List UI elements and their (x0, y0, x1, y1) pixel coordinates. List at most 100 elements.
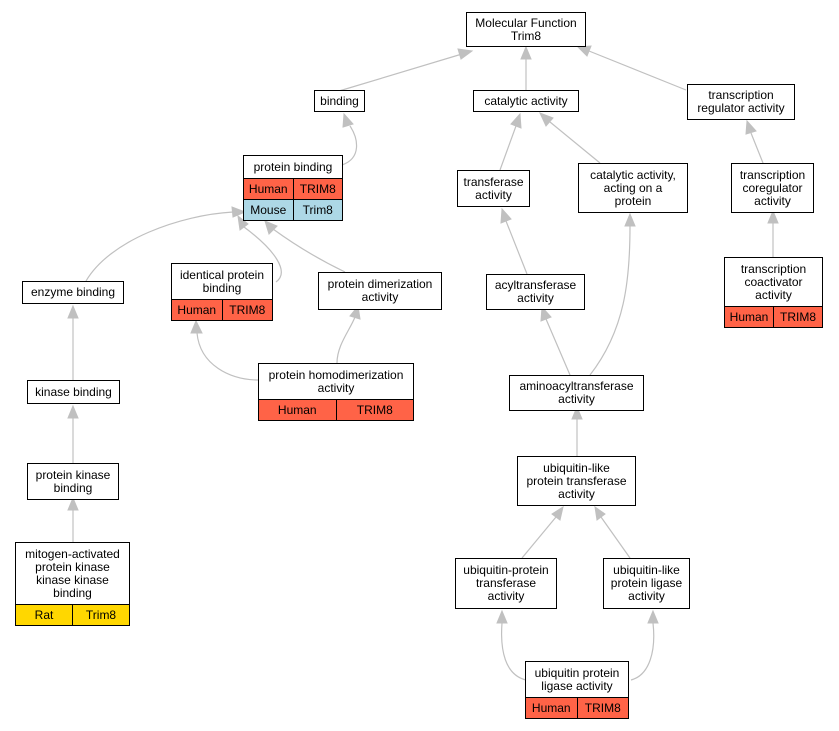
arrowhead-aminoacyl-to-catprotein (624, 212, 636, 227)
species-cell: Mouse (250, 202, 287, 217)
gene-cell: TRIM8 (292, 179, 343, 199)
node-protein-binding: protein binding Human TRIM8 Mouse Trim8 (243, 155, 343, 221)
node-label: catalytic activity (484, 93, 568, 108)
arrowhead-binding-to-mf (457, 48, 474, 60)
node-label: mitogen-activated protein kinase kinase … (25, 546, 120, 600)
node-label: ubiquitin-like protein ligase activity (610, 563, 683, 603)
arrowhead-homodimer-to-identical (190, 319, 203, 334)
node-ubiquitin-like-ligase: ubiquitin-like protein ligase activity (603, 558, 690, 609)
gene-cell: Trim8 (72, 605, 129, 625)
edge-ubligase-to-ubtransferase (501, 622, 527, 681)
node-label: protein binding (253, 159, 333, 174)
node-label: binding (320, 93, 359, 108)
edge-coreg-to-transreg (750, 132, 764, 164)
gene-cell: Trim8 (292, 200, 343, 220)
edge-binding-to-mf (338, 53, 463, 92)
edge-identical-to-proteinbinding (243, 226, 282, 283)
node-label: transcription coactivator activity (740, 261, 807, 302)
edge-dimer-to-proteinbinding (272, 228, 346, 273)
edge-proteinbinding-to-binding (341, 125, 358, 166)
annotation-row-human: Human TRIM8 (725, 306, 822, 327)
arrowhead-kinase-to-enzyme (67, 304, 79, 319)
annotation-row-human: Human TRIM8 (259, 399, 413, 420)
species-cell: Rat (34, 607, 54, 622)
gene-cell: TRIM8 (576, 698, 629, 718)
node-label: identical protein binding (179, 267, 265, 295)
node-label: protein kinase binding (35, 467, 111, 495)
arrowhead-catalytic-to-mf (520, 45, 532, 60)
node-label: kinase binding (35, 384, 112, 399)
node-transcription-coactivator: transcription coactivator activity Human… (724, 257, 823, 328)
node-identical-protein-binding: identical protein binding Human TRIM8 (171, 263, 273, 321)
node-transcription-coregulator: transcription coregulator activity (731, 163, 814, 213)
node-label: ubiquitin-protein transferase activity (463, 563, 549, 603)
arrowhead-mapkkk-to-pkbinding (67, 496, 79, 511)
node-label: ubiquitin protein ligase activity (534, 665, 620, 693)
node-ubiquitin-protein-ligase: ubiquitin protein ligase activity Human … (525, 661, 629, 719)
arrowhead-ubligase-to-ubligase2 (647, 609, 659, 624)
node-label: acyltransferase activity (494, 278, 577, 305)
arrowhead-acyl-to-transferase (500, 207, 512, 224)
edge-transreg-to-mf (588, 50, 687, 91)
node-label: protein dimerization activity (327, 277, 433, 304)
edge-aminoacyl-to-catprotein (589, 225, 631, 376)
edge-aminoacyl-to-acyl (545, 318, 571, 376)
node-label: transferase activity (463, 174, 524, 202)
species-cell: Human (177, 302, 217, 317)
annotation-row-human: Human TRIM8 (244, 178, 342, 199)
arrowhead-coreg-to-transreg (745, 119, 757, 135)
edge-transferase-to-catalytic (499, 125, 517, 171)
annotation-row-rat: Rat Trim8 (16, 604, 129, 625)
arrowhead-catprotein-to-catalytic (539, 112, 554, 127)
arrowhead-dimer-to-proteinbinding (264, 220, 278, 235)
node-transferase-activity: transferase activity (457, 170, 530, 207)
arrowhead-pkbinding-to-kinase (67, 404, 79, 419)
annotation-row-mouse: Mouse Trim8 (244, 199, 342, 220)
edge-enzyme-to-proteinbinding (85, 211, 234, 282)
node-acyltransferase: acyltransferase activity (486, 274, 585, 310)
node-mapkkk-binding: mitogen-activated protein kinase kinase … (15, 542, 130, 626)
gene-cell: TRIM8 (335, 400, 414, 420)
node-protein-homodimerization: protein homodimerization activity Human … (258, 363, 414, 421)
edge-acyl-to-transferase (505, 220, 528, 275)
node-aminoacyltransferase: aminoacyltransferase activity (509, 375, 644, 411)
node-kinase-binding: kinase binding (27, 380, 120, 404)
node-ubiquitin-like-transferase: ubiquitin-like protein transferase activ… (517, 456, 636, 506)
arrowhead-transreg-to-mf (576, 45, 592, 57)
node-binding: binding (314, 90, 365, 112)
arrowhead-ubtransferase-to-ubltransferase (551, 505, 564, 521)
edge-homodimer-to-dimer (336, 316, 356, 364)
annotation-row-human: Human TRIM8 (526, 697, 628, 718)
node-transcription-regulator: transcription regulator activity (687, 84, 795, 120)
edge-catprotein-to-catalytic (549, 121, 601, 164)
node-label: catalytic activity, acting on a protein (590, 167, 676, 208)
arrowhead-proteinbinding-to-binding (342, 112, 354, 128)
edge-ubligase-to-ubltransferase (600, 516, 631, 559)
node-molecular-function: Molecular Function Trim8 (466, 12, 586, 47)
species-cell: Human (729, 309, 769, 324)
species-cell: Human (248, 181, 288, 196)
annotation-row-human: Human TRIM8 (172, 299, 272, 320)
arrowhead-ubligase-to-ubtransferase (496, 609, 508, 624)
arrowhead-ubltransferase-to-aminoacyl (571, 405, 583, 420)
node-protein-dimerization: protein dimerization activity (318, 272, 442, 310)
edge-homodimer-to-identical (196, 332, 260, 381)
species-cell: Human (531, 700, 571, 715)
node-catalytic-activity: catalytic activity (473, 90, 579, 112)
node-label: Molecular Function Trim8 (475, 15, 577, 43)
node-ubiquitin-protein-transferase: ubiquitin-protein transferase activity (455, 558, 557, 609)
species-cell: Human (277, 402, 317, 417)
node-label: aminoacyltransferase activity (519, 379, 634, 406)
arrowhead-transferase-to-catalytic (510, 112, 522, 129)
arrowhead-enzyme-to-proteinbinding (231, 206, 247, 218)
gene-cell: TRIM8 (773, 307, 822, 327)
node-label: transcription coregulator activity (739, 167, 806, 208)
node-protein-kinase-binding: protein kinase binding (27, 463, 119, 500)
arrowhead-ubligase-to-ubltransferase (594, 505, 606, 521)
gene-cell: TRIM8 (221, 300, 273, 320)
node-label: ubiquitin-like protein transferase activ… (526, 460, 627, 501)
edge-ubligase-to-ubligase2 (630, 622, 655, 681)
node-label: enzyme binding (30, 285, 116, 299)
node-label: transcription regulator activity (697, 88, 785, 115)
